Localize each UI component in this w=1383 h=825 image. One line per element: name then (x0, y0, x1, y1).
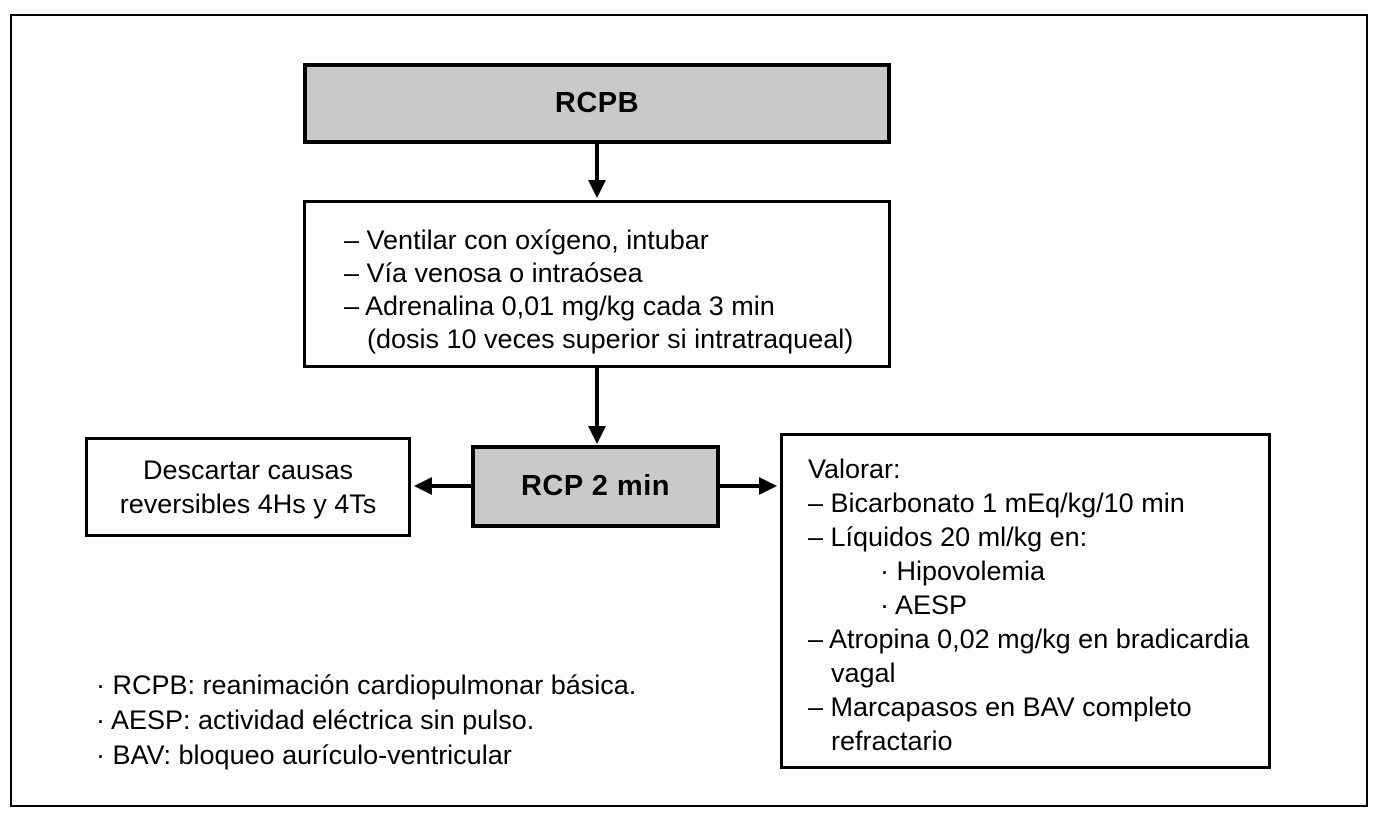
action-line: – Vía venosa o intraósea (344, 258, 643, 288)
footnote-line: · RCPB: reanimación cardiopulmonar básic… (96, 670, 637, 700)
causes-line: Descartar causas (142, 455, 354, 485)
assess-line: – Atropina 0,02 mg/kg en bradicardia (808, 624, 1250, 654)
reversible-causes-box: Descartar causas reversibles 4Hs y 4Ts (85, 437, 411, 537)
assess-line: Valorar: (808, 454, 901, 484)
assess-line: · AESP (880, 590, 968, 620)
arrow-down-icon (588, 368, 606, 444)
footnotes: · RCPB: reanimación cardiopulmonar básic… (96, 668, 636, 773)
footnote-line: · AESP: actividad eléctrica sin pulso. (96, 705, 535, 735)
assess-line: – Líquidos 20 ml/kg en: (808, 522, 1088, 552)
assess-line: – Bicarbonato 1 mEq/kg/10 min (808, 488, 1185, 518)
actions-box: – Ventilar con oxígeno, intubar – Vía ve… (303, 200, 891, 368)
assess-line: · Hipovolemia (880, 556, 1046, 586)
rcp-2min-box: RCP 2 min (471, 445, 720, 528)
rcpb-box-label: RCPB (554, 87, 640, 119)
assess-line: – Marcapasos en BAV completo (808, 692, 1192, 722)
assess-line: refractario (831, 726, 953, 756)
causes-line: reversibles 4Hs y 4Ts (119, 489, 377, 519)
action-line: (dosis 10 veces superior si intratraquea… (367, 324, 854, 354)
diagram-outer-frame (10, 14, 1368, 807)
footnote-line: · BAV: bloqueo aurículo-ventricular (96, 740, 512, 770)
arrow-left-icon (414, 477, 471, 495)
rcp-2min-box-label: RCP 2 min (520, 470, 670, 502)
arrow-right-icon (720, 477, 777, 495)
action-line: – Adrenalina 0,01 mg/kg cada 3 min (344, 291, 775, 321)
action-line: – Ventilar con oxígeno, intubar (344, 225, 709, 255)
assess-line: vagal (831, 658, 896, 688)
arrow-down-icon (588, 144, 606, 198)
rcpb-box: RCPB (303, 63, 891, 144)
assess-box: Valorar: – Bicarbonato 1 mEq/kg/10 min –… (780, 433, 1271, 769)
